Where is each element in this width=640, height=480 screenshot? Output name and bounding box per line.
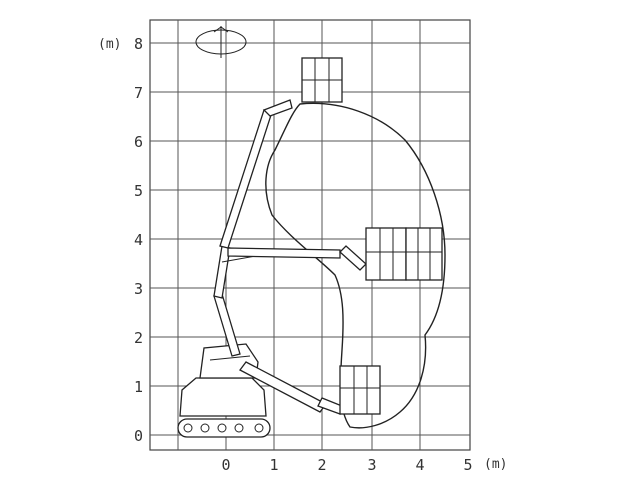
y-tick-label: 1 [134, 378, 143, 396]
x-tick-label: 0 [221, 456, 230, 474]
y-tick-label: 4 [134, 231, 143, 249]
y-tick-label: 8 [134, 35, 143, 53]
x-tick-label: 5 [463, 456, 472, 474]
x-tick-label: 1 [269, 456, 278, 474]
x-axis-unit: (m) [484, 457, 507, 472]
y-tick-label: 6 [134, 133, 143, 151]
y-tick-label: 7 [134, 84, 143, 102]
x-axis-labels: 0 1 2 3 4 5 (m) [221, 456, 507, 474]
y-axis-unit: (m) [98, 37, 121, 52]
work-platform-basket-icon [301, 57, 343, 103]
y-tick-label: 3 [134, 280, 143, 298]
x-tick-label: 4 [415, 456, 424, 474]
x-tick-label: 2 [317, 456, 326, 474]
y-tick-label: 0 [134, 427, 143, 445]
y-axis-labels: 0 1 2 3 4 5 6 7 8 (m) [98, 35, 143, 445]
grid-horizontal-lines [150, 42, 470, 436]
working-envelope-outline [265, 102, 446, 429]
work-platform-basket-icon [405, 227, 443, 281]
tracked-boom-lift-icon [177, 99, 367, 438]
y-tick-label: 5 [134, 182, 143, 200]
work-platform-basket-icon [365, 227, 407, 281]
diagram-frame [149, 19, 471, 451]
x-tick-label: 3 [367, 456, 376, 474]
rotation-ellipse-icon [195, 26, 247, 58]
work-platform-basket-icon [339, 365, 381, 415]
y-tick-label: 2 [134, 329, 143, 347]
